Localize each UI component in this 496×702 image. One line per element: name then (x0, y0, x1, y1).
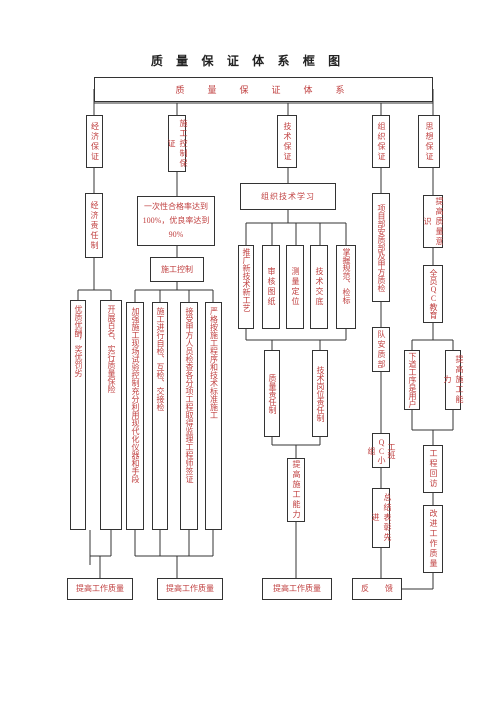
technical-guarantee: 技术保证 (277, 115, 297, 168)
team-qc-group: 工班QC小组 (367, 433, 396, 468)
economic-guarantee: 经济保证 (86, 115, 103, 168)
organize-tech-study: 组织技术学习 (240, 183, 336, 210)
all-staff-qc: 全员QC教育 (423, 265, 443, 323)
team-department: 队安质部 (372, 327, 390, 372)
bottom-improve-work-quality-1: 提高工作质量 (67, 578, 133, 600)
construction-item-4: 严格按施工程序和技术标准施工 (205, 302, 222, 530)
improve-ability: 提高施工能力 (443, 350, 464, 410)
construction-item-2: 施工进行自检、互检、交接检 (152, 302, 168, 530)
project-revisit: 工程回访 (423, 445, 443, 493)
organization-guarantee: 组织保证 (372, 115, 390, 168)
construction-item-1: 加强施工现场试验控制充分利用现代化仪器和手段 (126, 302, 144, 530)
quality-responsibility: 质量责任制 (264, 350, 280, 437)
improve-construction-ability: 提高施工能力 (287, 458, 305, 522)
bottom-improve-work-quality-3: 提高工作质量 (262, 578, 332, 600)
next-process-customer: 下道工序是用户 (404, 350, 420, 410)
tech-item-5: 掌握规范、检标 (336, 245, 356, 329)
tech-item-4: 技术交底 (310, 245, 328, 329)
construction-control: 施工控制 (150, 257, 204, 282)
improve-work-quality-vertical: 改进工作质量 (423, 505, 443, 573)
tech-item-1: 推广新技术新工艺 (238, 245, 254, 329)
economic-item-2: 开展百名、实行质量保险 (100, 300, 122, 530)
system-box: 质 量 保 证 体 系 (94, 77, 433, 102)
project-department: 项目部安质部及甲方质检 (372, 193, 390, 302)
economic-item-1: 优质优酬，奖优罚劣 (70, 300, 86, 530)
construction-item-3: 接受甲方人员检查各分项工程取得监理工程师签证 (180, 302, 198, 530)
tech-item-3: 测量定位 (286, 245, 304, 329)
bottom-improve-work-quality-2: 提高工作质量 (157, 578, 223, 600)
ideology-guarantee: 思想保证 (418, 115, 440, 168)
quality-rate-goal: 一次性合格率达到 100%，优良率达到 90% (137, 196, 215, 246)
summary-commend: 总结表彰先进 (371, 488, 392, 548)
improve-quality-awareness: 提高质量意识 (423, 195, 444, 248)
construction-control-guarantee: 施工控制保证 (167, 115, 188, 172)
page-title: 质 量 保 证 体 系 框 图 (150, 54, 346, 68)
tech-post-responsibility: 技术岗位责任制 (312, 350, 328, 437)
economic-responsibility: 经济责任制 (85, 193, 103, 258)
bottom-feedback: 反 馈 (352, 578, 402, 600)
tech-item-2: 审核图纸 (262, 245, 280, 329)
